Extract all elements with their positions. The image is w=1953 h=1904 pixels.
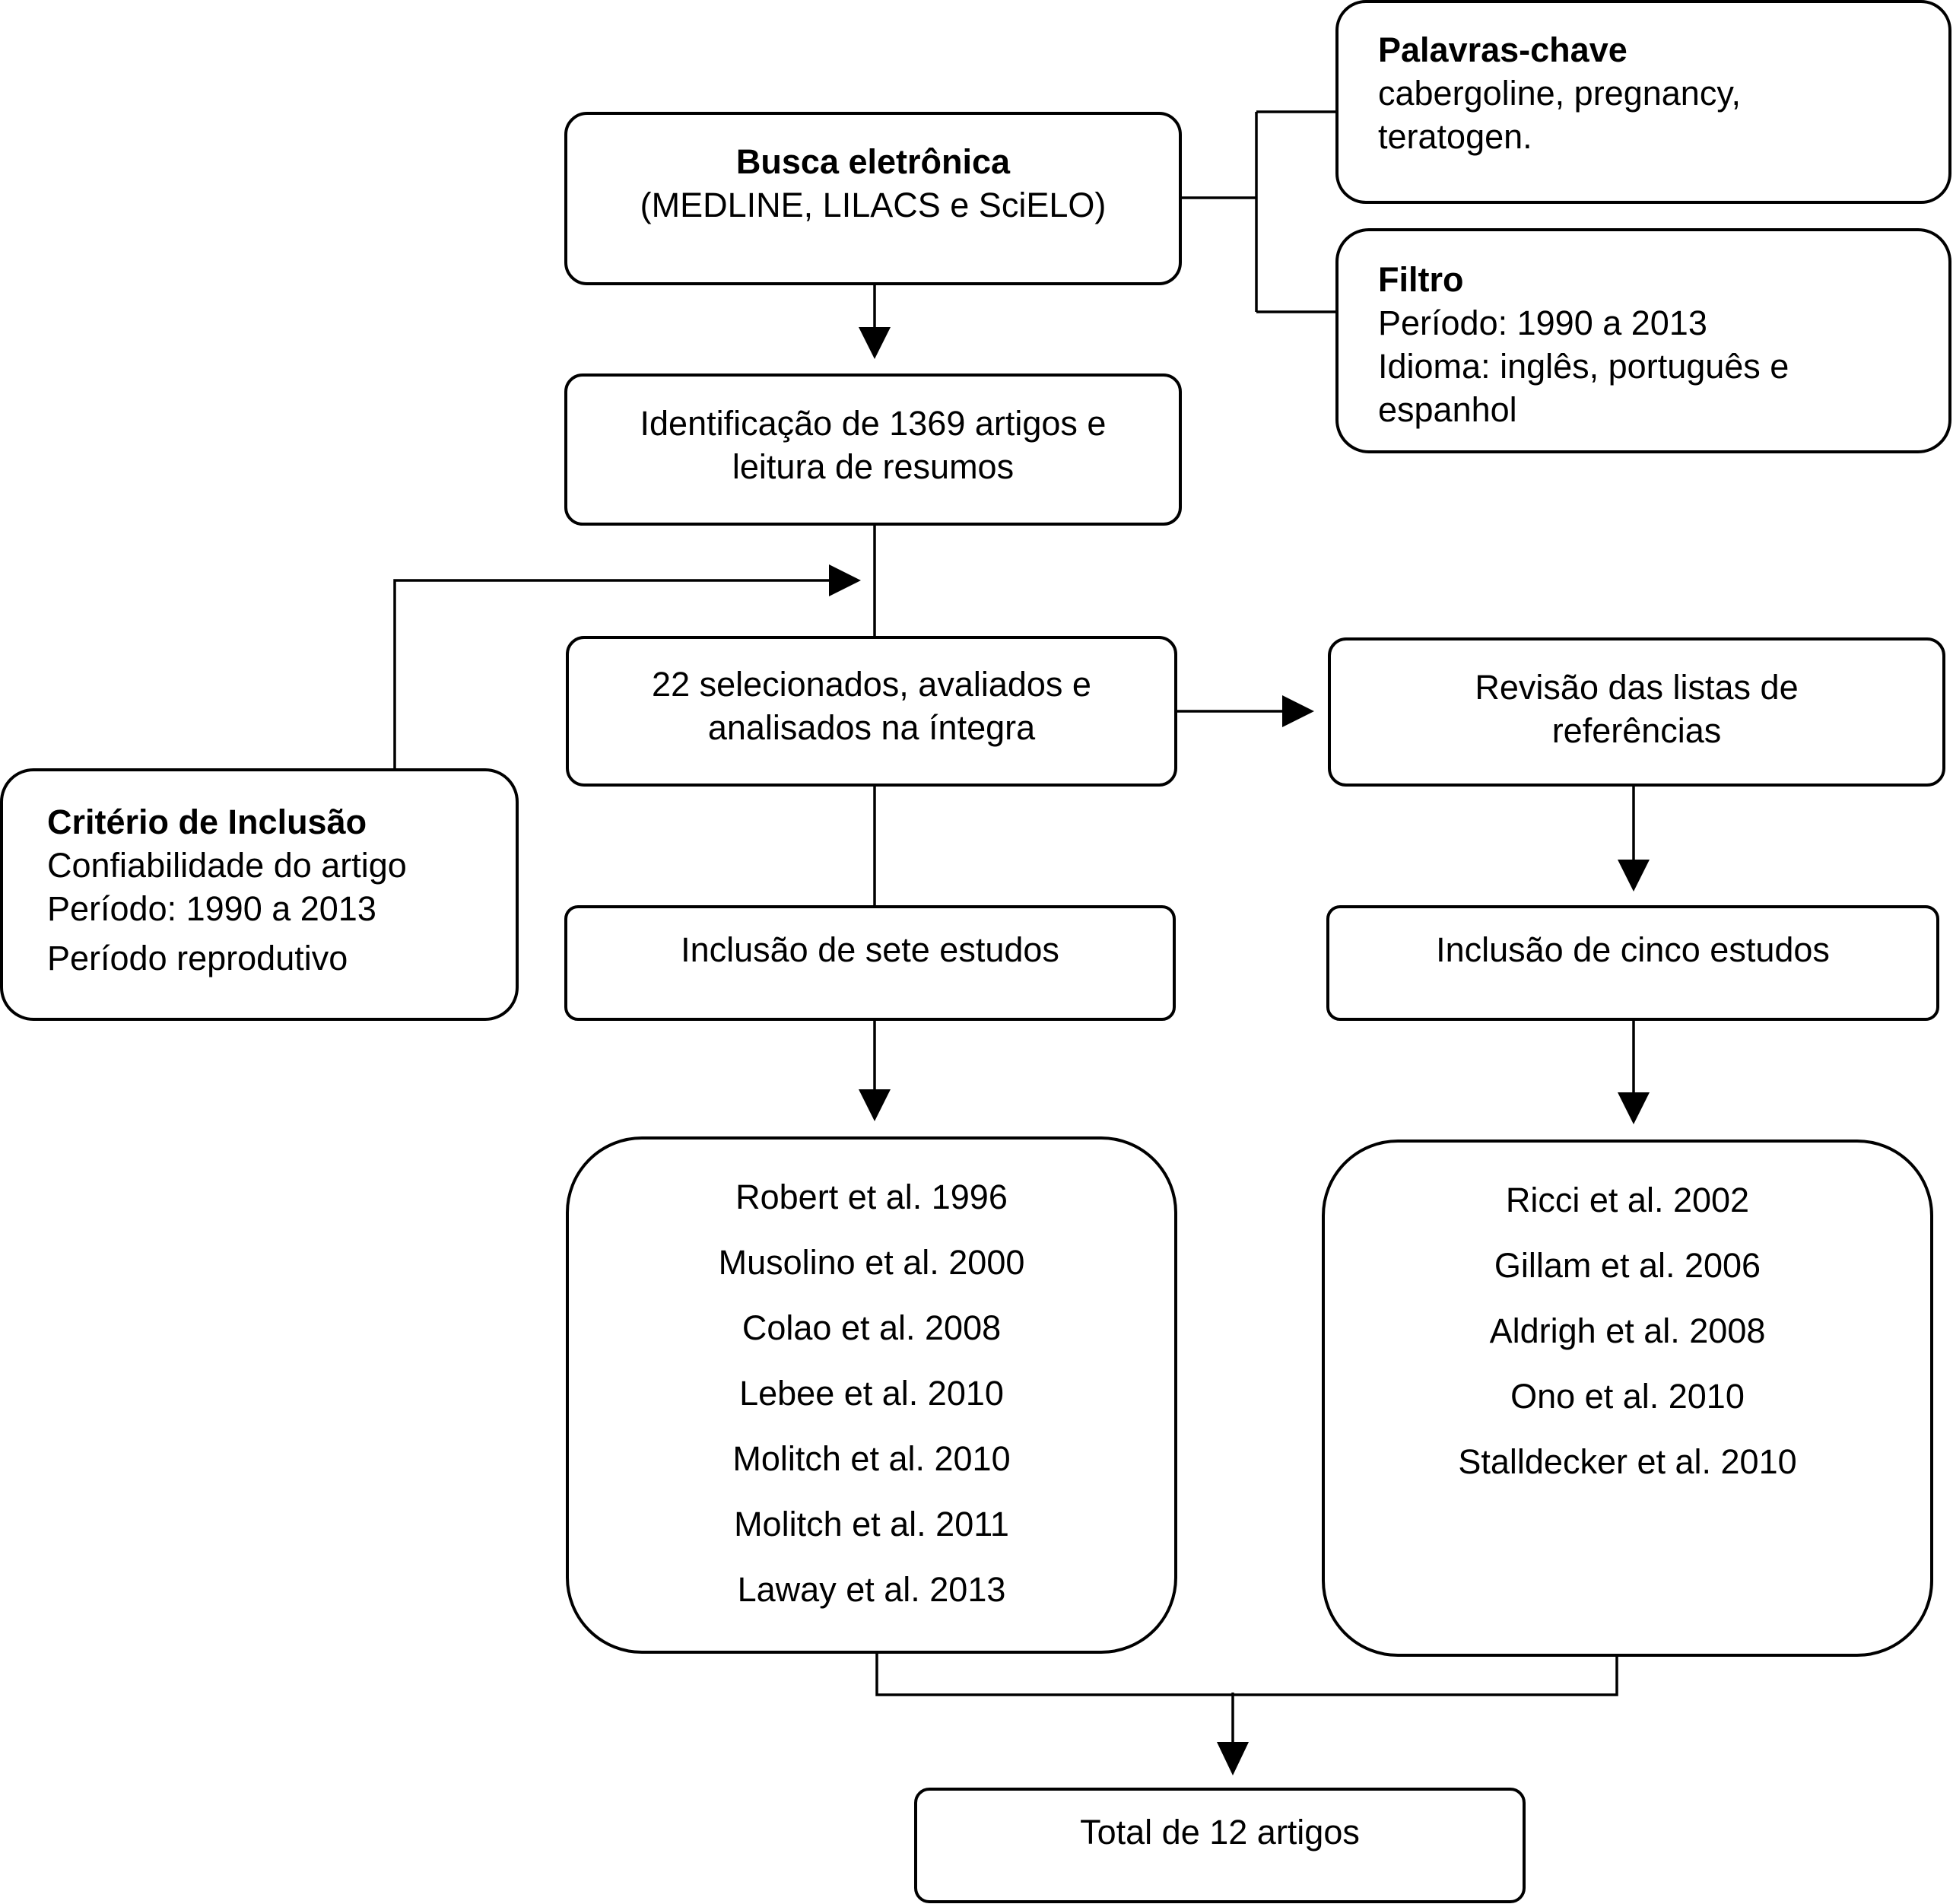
- criteria-connector-line: [393, 579, 829, 768]
- inclusion-right-label: Inclusão de cinco estudos: [1436, 930, 1830, 969]
- arrow-to-identification: [859, 327, 891, 359]
- selected-line-1: 22 selecionados, avaliados e: [652, 665, 1091, 704]
- study-item: Laway et al. 2013: [737, 1570, 1006, 1609]
- study-item: Aldrigh et al. 2008: [1489, 1311, 1766, 1350]
- inclusion-criteria-item: Confiabilidade do artigo: [47, 846, 407, 885]
- filter-period: Período: 1990 a 2013: [1378, 304, 1707, 342]
- identification-line-2: leitura de resumos: [732, 447, 1015, 486]
- study-item: Molitch et al. 2010: [732, 1439, 1011, 1478]
- study-item: Ricci et al. 2002: [1505, 1181, 1750, 1219]
- filter-title: Filtro: [1378, 260, 1464, 299]
- inclusion-criteria-item: Período: 1990 a 2013: [47, 889, 376, 928]
- reference-review-box: Revisão das listas de referências: [1328, 637, 1945, 787]
- reference-review-line-2: referências: [1551, 711, 1722, 750]
- study-item: Ono et al. 2010: [1510, 1377, 1745, 1416]
- arrow-criteria-to-main: [829, 564, 861, 596]
- studies-right-box: Ricci et al. 2002 Gillam et al. 2006 Ald…: [1322, 1140, 1933, 1657]
- identification-line-1: Identificação de 1369 artigos e: [640, 404, 1107, 443]
- search-box: Busca eletrônica (MEDLINE, LILACS e SciE…: [564, 112, 1182, 285]
- arrow-to-studies-right: [1618, 1092, 1650, 1124]
- inclusion-right-box: Inclusão de cinco estudos: [1326, 905, 1939, 1021]
- arrow-to-review: [1282, 695, 1314, 727]
- study-item: Stalldecker et al. 2010: [1458, 1442, 1797, 1481]
- selected-box: 22 selecionados, avaliados e analisados …: [566, 636, 1177, 787]
- arrow-to-total: [1217, 1742, 1249, 1775]
- keywords-line-1: cabergoline, pregnancy,: [1378, 74, 1741, 113]
- inclusion-left-box: Inclusão de sete estudos: [564, 905, 1176, 1021]
- filter-box: Filtro Período: 1990 a 2013 Idioma: ingl…: [1335, 228, 1951, 453]
- search-title: Busca eletrônica: [735, 142, 1011, 181]
- inclusion-criteria-item: Período reprodutivo: [47, 939, 348, 977]
- identification-box: Identificação de 1369 artigos e leitura …: [564, 373, 1182, 526]
- study-item: Musolino et al. 2000: [718, 1243, 1025, 1282]
- studies-left-box: Robert et al. 1996 Musolino et al. 2000 …: [566, 1136, 1177, 1654]
- inclusion-left-label: Inclusão de sete estudos: [681, 930, 1059, 969]
- inclusion-criteria-title: Critério de Inclusão: [47, 803, 367, 841]
- filter-language-2: espanhol: [1378, 390, 1517, 429]
- arrow-to-studies-left: [859, 1089, 891, 1121]
- total-box: Total de 12 artigos: [914, 1788, 1526, 1903]
- keywords-line-2: teratogen.: [1378, 117, 1532, 156]
- reference-review-line-1: Revisão das listas de: [1475, 668, 1799, 707]
- study-item: Molitch et al. 2011: [734, 1505, 1009, 1543]
- study-item: Colao et al. 2008: [742, 1308, 1002, 1347]
- inclusion-criteria-box: Critério de Inclusão Confiabilidade do a…: [0, 768, 519, 1021]
- search-sources: (MEDLINE, LILACS e SciELO): [640, 186, 1107, 224]
- keywords-box: Palavras-chave cabergoline, pregnancy, t…: [1335, 0, 1951, 204]
- study-item: Lebee et al. 2010: [739, 1374, 1004, 1413]
- filter-language-1: Idioma: inglês, português e: [1378, 347, 1789, 386]
- studies-merge-line: [875, 1652, 1618, 1696]
- study-item: Robert et al. 1996: [735, 1178, 1008, 1216]
- study-item: Gillam et al. 2006: [1494, 1246, 1761, 1285]
- arrow-to-inclusion-right: [1618, 860, 1650, 892]
- total-label: Total de 12 artigos: [1080, 1813, 1360, 1852]
- keywords-title: Palavras-chave: [1378, 30, 1628, 69]
- selected-line-2: analisados na íntegra: [707, 708, 1036, 747]
